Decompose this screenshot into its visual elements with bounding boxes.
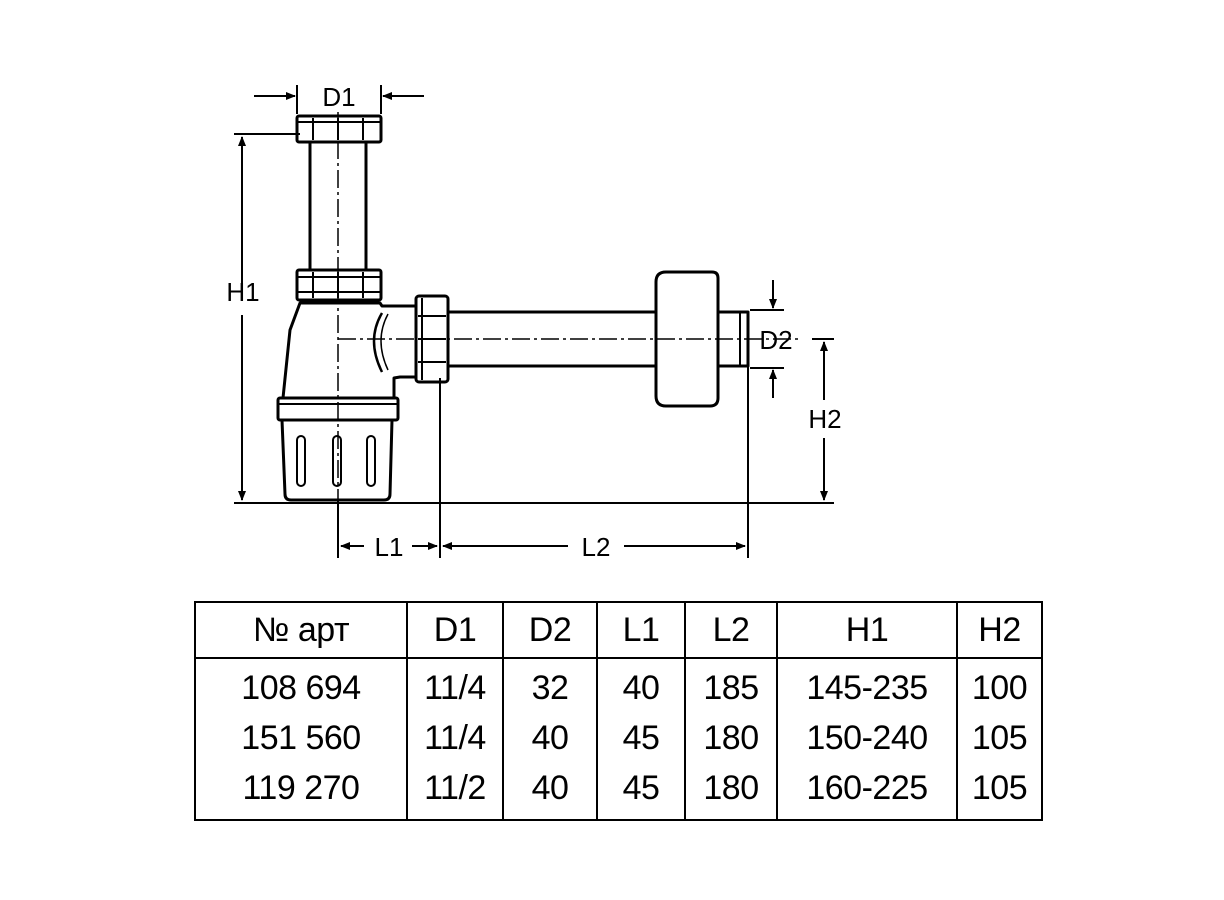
centerlines: [337, 112, 798, 500]
cell-h1: 145-235: [776, 658, 957, 713]
label-l2: L2: [582, 532, 611, 562]
cell-l1: 45: [596, 763, 685, 820]
cell-article: 108 694: [241, 668, 361, 707]
cell-l2: 180: [684, 713, 777, 763]
cell-l2: 180: [684, 763, 777, 820]
label-d2: D2: [759, 325, 792, 355]
bottle-siphon: [276, 114, 750, 502]
col-header-l1: L1: [596, 602, 685, 659]
cell-d2: 32: [502, 658, 597, 713]
col-header-l2: L2: [684, 602, 777, 659]
cell-d1: 11/4: [406, 658, 503, 713]
cell-h2: 105: [956, 713, 1042, 763]
spec-table: № арт D1 D2 L1 L2 H1 H2 108 694 11/4 32 …: [194, 601, 1043, 821]
cell-d1: 11/2: [406, 763, 503, 820]
col-header-d2: D2: [502, 602, 597, 659]
label-d1: D1: [322, 82, 355, 112]
label-h1: H1: [226, 277, 259, 307]
col-header-h2: H2: [956, 602, 1042, 659]
cell-l1: 40: [596, 658, 685, 713]
cell-d1: 11/4: [406, 713, 503, 763]
table-header-row: № арт D1 D2 L1 L2 H1 H2: [195, 602, 1042, 659]
cell-l2: 185: [684, 658, 777, 713]
cell-d2: 40: [502, 713, 597, 763]
table-row: 151 560 11/4 40 45 180 150-240 105: [195, 713, 1042, 763]
table-row: 119 270 11/2 40 45 180 160-225 105: [195, 763, 1042, 820]
cell-h1: 150-240: [776, 713, 957, 763]
bottle-body: [281, 301, 420, 400]
dimension-lines: [234, 85, 834, 558]
cell-article: 119 270: [242, 768, 360, 807]
col-header-d1: D1: [406, 602, 503, 659]
label-h2: H2: [808, 404, 841, 434]
col-header-article: № арт: [195, 602, 407, 659]
cell-h2: 105: [956, 763, 1042, 820]
table-row: 108 694 11/4 32 40 185 145-235 100: [195, 658, 1042, 713]
cell-h1: 160-225: [776, 763, 957, 820]
cell-h2: 100: [956, 658, 1042, 713]
cell-d2: 40: [502, 763, 597, 820]
cell-article: 151 560: [241, 718, 361, 757]
label-l1: L1: [375, 532, 404, 562]
cell-l1: 45: [596, 713, 685, 763]
col-header-h1: H1: [776, 602, 957, 659]
